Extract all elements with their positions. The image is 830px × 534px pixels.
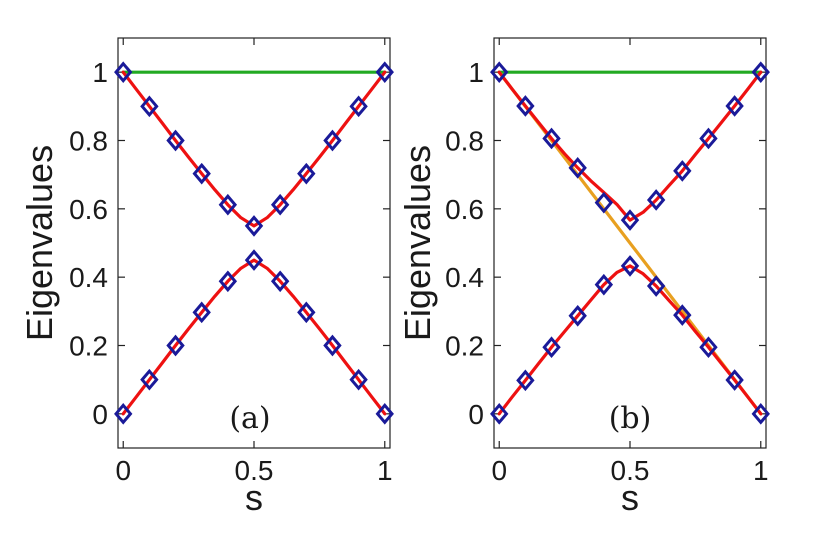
plot-frame <box>117 37 391 449</box>
diamond-marker <box>218 270 238 293</box>
y-tick-label: 0.8 <box>69 126 108 157</box>
diamond-marker <box>568 304 587 327</box>
diamond-marker <box>699 336 718 359</box>
diamond-marker <box>673 304 692 326</box>
y-tick-label: 0.8 <box>445 126 484 157</box>
diamond-marker <box>516 369 535 392</box>
diamond-marker <box>114 403 133 425</box>
diamond-marker <box>114 61 133 83</box>
y-axis-label: Eigenvalues <box>397 145 438 341</box>
diamond-marker <box>270 270 290 293</box>
diamond-marker <box>297 301 316 324</box>
series-line-2 <box>121 258 387 416</box>
panel-label: (a) <box>229 401 270 436</box>
diamond-marker <box>166 129 185 152</box>
diamond-marker <box>140 368 159 391</box>
x-tick-label: 1 <box>377 455 393 486</box>
diamond-marker <box>140 95 159 118</box>
diamond-marker <box>751 61 770 83</box>
diamond-marker <box>673 160 692 182</box>
diamond-marker <box>490 61 509 83</box>
diamond-marker <box>725 369 744 391</box>
x-tick-label: 1 <box>753 455 769 486</box>
y-tick-label: 0.2 <box>69 331 108 362</box>
diamond-marker <box>192 162 211 185</box>
diamond-marker <box>725 95 744 117</box>
y-tick-label: 0.4 <box>69 262 108 293</box>
diamond-marker <box>646 189 666 211</box>
y-tick-label: 0.4 <box>445 262 484 293</box>
y-tick-label: 0.2 <box>445 331 484 362</box>
x-axis-label: s <box>621 477 639 518</box>
y-tick-label: 0 <box>468 399 484 430</box>
y-tick-label: 1 <box>468 57 484 88</box>
x-tick-label: 0.5 <box>611 455 650 486</box>
diamond-marker <box>542 127 561 150</box>
x-tick-label: 0 <box>491 455 507 486</box>
diamond-marker <box>244 249 264 271</box>
panel-b: 0 0.2 0.4 0.6 0.8 1 0 0.5 1 s Eigenvalues (b) <box>397 37 770 518</box>
x-tick-label: 0 <box>115 455 131 486</box>
x-tick-label: 0.5 <box>235 455 274 486</box>
panel-a: 0 0.2 0.4 0.6 0.8 1 0 0.5 1 s Eigenvalues (a) <box>19 37 394 518</box>
series-line-1 <box>121 70 387 228</box>
y-tick-label: 0 <box>92 399 108 430</box>
diamond-marker <box>516 95 535 117</box>
diamond-marker <box>646 275 666 297</box>
y-axis-label: Eigenvalues <box>19 145 60 341</box>
diamond-marker <box>620 209 640 231</box>
diamond-marker <box>490 403 509 425</box>
diamond-marker <box>218 193 238 216</box>
diamond-marker <box>699 127 718 150</box>
diamond-marker <box>244 215 264 237</box>
x-axis-label: s <box>245 477 263 518</box>
diamond-marker <box>323 334 342 357</box>
diamond-marker <box>620 255 640 277</box>
diamond-marker <box>542 336 561 359</box>
diamond-marker <box>375 403 394 425</box>
diamond-marker <box>323 129 342 152</box>
diamond-marker <box>270 193 290 216</box>
diamond-marker <box>594 191 614 214</box>
series-line-3 <box>497 264 763 416</box>
diamond-marker <box>594 273 614 296</box>
panel-label: (b) <box>609 401 652 436</box>
diamond-marker <box>375 61 394 83</box>
diamond-marker <box>349 95 368 118</box>
diamond-marker <box>751 403 770 425</box>
diamond-marker <box>192 301 211 324</box>
y-tick-label: 0.6 <box>445 194 484 225</box>
diamond-marker <box>166 334 185 357</box>
diamond-marker <box>297 162 316 185</box>
y-tick-label: 0.6 <box>69 194 108 225</box>
diamond-marker <box>568 157 587 179</box>
diamond-marker <box>349 368 368 391</box>
y-tick-label: 1 <box>92 57 108 88</box>
series-line-2 <box>497 70 763 222</box>
